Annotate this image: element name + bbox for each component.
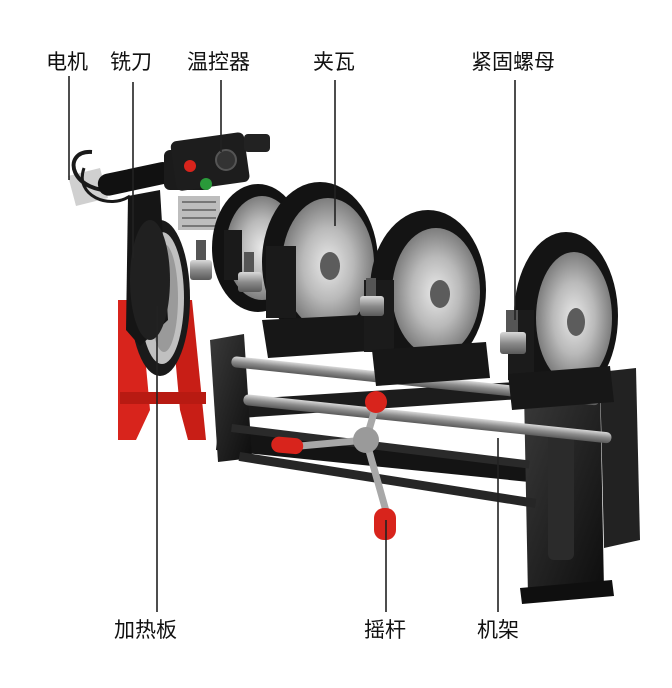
label-rocker-lever: 摇杆 [364, 618, 406, 642]
label-clamp-shell: 夹瓦 [313, 50, 355, 74]
temperature-controller [170, 132, 270, 230]
clamp-shell-3 [364, 210, 490, 386]
label-temp-controller: 温控器 [187, 50, 250, 74]
clamp-shell-2 [262, 182, 384, 358]
label-machine-frame: 机架 [477, 618, 519, 642]
label-heating-plate: 加热板 [114, 618, 177, 642]
label-fastening-nut: 紧固螺母 [471, 50, 555, 74]
clamp-shell-4 [508, 232, 618, 410]
label-mill-cutter: 铣刀 [110, 50, 152, 74]
rocker-lever [271, 391, 396, 540]
leader-lines [68, 76, 516, 612]
fastening-nut [190, 240, 526, 354]
label-motor: 电机 [46, 50, 88, 74]
